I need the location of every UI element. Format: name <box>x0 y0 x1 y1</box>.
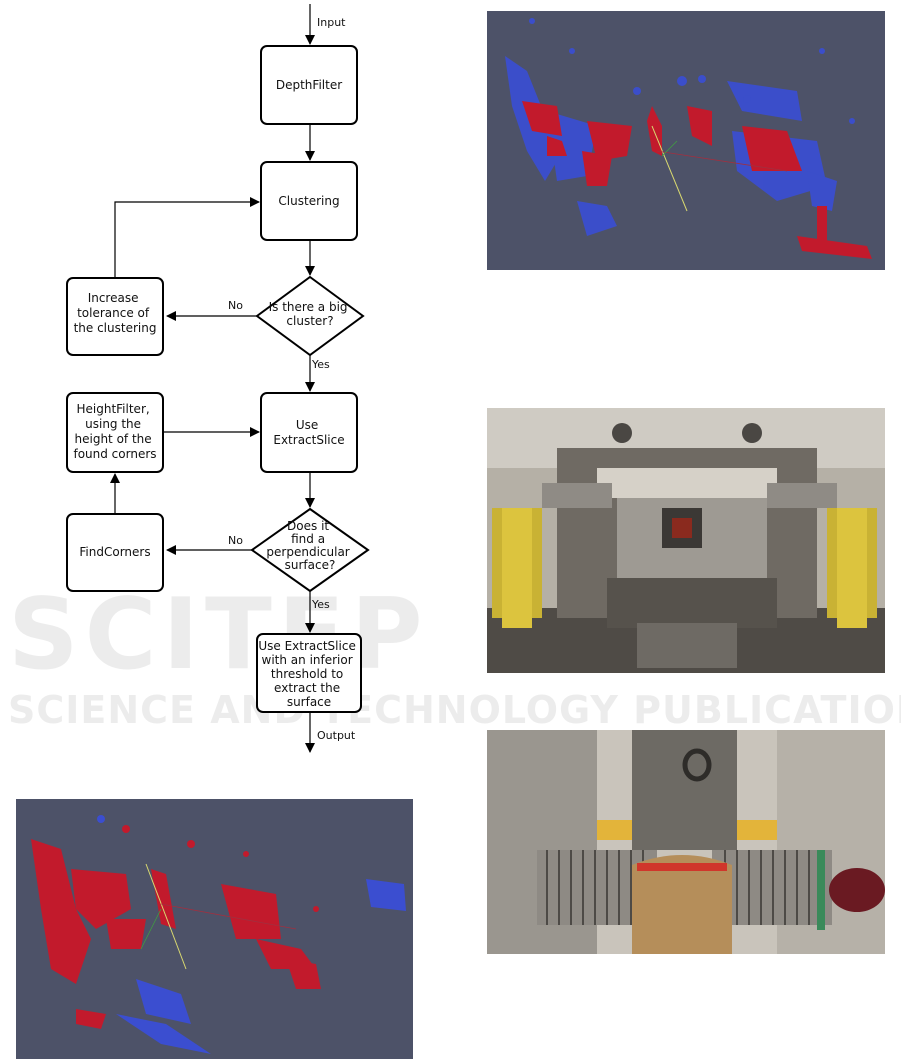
node-big-cluster-label: Is there a big cluster? <box>269 300 352 328</box>
photo-machine-front <box>487 408 885 673</box>
flowchart: Input DepthFilter Clustering Is there a … <box>66 4 370 753</box>
node-depth-filter-label: DepthFilter <box>276 78 342 92</box>
input-label: Input <box>317 16 346 29</box>
output-label: Output <box>317 729 356 742</box>
node-depth-filter <box>260 45 358 125</box>
edge-yes-label-2: Yes <box>311 598 330 611</box>
node-perpendicular-label: Does it find a perpendicular surface? <box>266 519 353 572</box>
node-increase-tolerance-label: Increase tolerance of the clustering <box>74 291 157 335</box>
node-extract-surface-label: Use ExtractSlice with an inferior thresh… <box>258 639 359 709</box>
edge-increase-back-to-clustering <box>114 197 260 278</box>
photo-bellows <box>487 730 885 954</box>
node-use-extract-slice-label: Use ExtractSlice <box>273 418 344 447</box>
pointcloud-bottom-left <box>16 799 413 1059</box>
node-height-filter-label: HeightFilter, using the height of the fo… <box>73 402 156 461</box>
node-clustering <box>260 161 358 241</box>
node-clustering-label: Clustering <box>278 194 339 208</box>
node-extract-surface <box>256 633 362 713</box>
node-use-extract-slice <box>260 392 358 473</box>
edge-no-label-1: No <box>228 299 243 312</box>
pointcloud-top-right <box>487 11 885 270</box>
edge-yes-label-1: Yes <box>311 358 330 371</box>
node-find-corners-label: FindCorners <box>79 545 150 559</box>
edge-no-label-2: No <box>228 534 243 547</box>
